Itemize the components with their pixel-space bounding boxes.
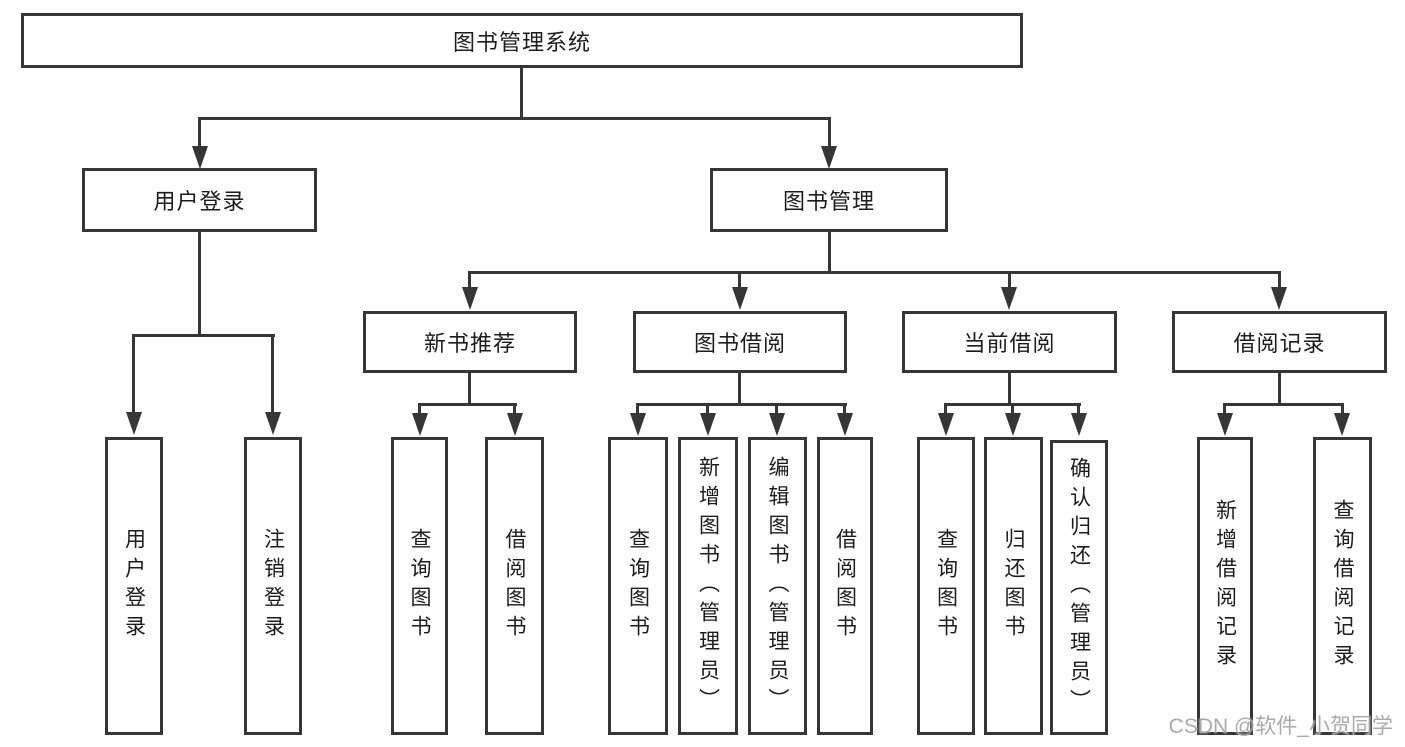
node-label: 注销登录: [261, 528, 285, 644]
node-book-management: 图书管理: [710, 168, 948, 232]
connector-current-drop-2: [1011, 403, 1014, 414]
node-label: 借阅图书: [833, 528, 857, 644]
leaf-recommend-borrow-books: 借阅图书: [485, 437, 544, 735]
node-book-borrow: 图书借阅: [633, 311, 847, 373]
node-borrow-records: 借阅记录: [1172, 311, 1387, 373]
arrow-down-icon: [1334, 413, 1350, 436]
connector-root-drop-2: [828, 117, 831, 147]
arrow-down-icon: [192, 146, 208, 169]
connector-user-drop-1: [132, 334, 135, 413]
leaf-confirm-return-admin: 确认归还（管理员）: [1050, 440, 1108, 735]
node-label: 查询图书: [408, 528, 431, 644]
leaf-user-login: 用户登录: [105, 437, 163, 735]
connector-current-drop-3: [1077, 403, 1080, 414]
leaf-borrow-books: 借阅图书: [817, 437, 873, 735]
connector-mgmt-drop-2: [738, 271, 741, 288]
connector-mgmt-bar: [468, 271, 1281, 274]
connector-records-drop-2: [1341, 403, 1344, 414]
leaf-current-query-books: 查询图书: [917, 437, 975, 735]
arrow-down-icon: [837, 413, 853, 436]
connector-borrow-stem: [738, 371, 741, 406]
node-label: 借阅记录: [1233, 331, 1326, 356]
node-label: 新书推荐: [423, 331, 516, 356]
connector-borrow-drop-3: [775, 403, 778, 414]
arrow-down-icon: [821, 146, 837, 169]
connector-user-bar: [132, 334, 275, 337]
connector-root-stem: [520, 66, 523, 119]
node-user-login: 用户登录: [82, 168, 317, 232]
node-label: 归还图书: [1002, 528, 1025, 644]
arrow-down-icon: [732, 287, 748, 310]
connector-records-stem: [1278, 371, 1281, 406]
node-current-borrow: 当前借阅: [902, 311, 1117, 373]
leaf-return-books: 归还图书: [984, 437, 1043, 735]
connector-records-drop-1: [1223, 403, 1226, 414]
node-label: 当前借阅: [963, 331, 1056, 356]
arrow-down-icon: [938, 413, 954, 436]
arrow-down-icon: [1001, 287, 1017, 310]
arrow-down-icon: [1217, 413, 1233, 436]
arrow-down-icon: [412, 413, 428, 436]
connector-mgmt-drop-4: [1278, 271, 1281, 288]
leaf-query-borrow-record: 查询借阅记录: [1313, 437, 1372, 735]
connector-recommend-bar: [418, 403, 517, 406]
node-label: 图书管理: [782, 189, 875, 214]
leaf-add-books-admin: 新增图书（管理员）: [678, 437, 738, 735]
node-label: 借阅图书: [503, 528, 526, 644]
node-label: 用户登录: [122, 528, 146, 644]
node-label: 查询图书: [934, 528, 958, 644]
connector-borrow-drop-1: [636, 403, 639, 414]
node-label: 图书借阅: [693, 331, 786, 356]
leaf-borrow-query-books: 查询图书: [608, 437, 668, 735]
arrow-down-icon: [507, 413, 523, 436]
connector-recommend-drop-2: [513, 403, 516, 414]
connector-mgmt-drop-3: [1008, 271, 1011, 288]
node-label: 用户登录: [153, 189, 246, 214]
arrow-down-icon: [1071, 413, 1087, 436]
arrow-down-icon: [462, 287, 478, 310]
arrow-down-icon: [700, 413, 716, 436]
arrow-down-icon: [265, 412, 281, 435]
connector-recommend-stem: [468, 371, 471, 406]
node-label: 新增借阅记录: [1213, 499, 1237, 673]
connector-user-stem: [198, 230, 201, 337]
leaf-add-borrow-record: 新增借阅记录: [1197, 437, 1253, 735]
connector-borrow-drop-4: [843, 403, 846, 414]
connector-user-drop-2: [271, 334, 274, 413]
node-label: 查询图书: [626, 528, 650, 644]
connector-recommend-drop-1: [418, 403, 421, 414]
connector-current-drop-1: [944, 403, 947, 414]
leaf-edit-books-admin: 编辑图书（管理员）: [748, 437, 807, 735]
leaf-logout: 注销登录: [244, 437, 302, 735]
node-label: 查询借阅记录: [1331, 499, 1354, 673]
connector-root-drop-1: [198, 117, 201, 147]
node-new-book-recommend: 新书推荐: [363, 311, 577, 373]
arrow-down-icon: [769, 413, 785, 436]
connector-root-bar: [198, 117, 831, 120]
node-label: 编辑图书（管理员）: [766, 455, 789, 717]
arrow-down-icon: [126, 412, 142, 435]
arrow-down-icon: [630, 413, 646, 436]
connector-mgmt-stem: [828, 230, 831, 274]
leaf-recommend-query-books: 查询图书: [391, 437, 448, 735]
csdn-watermark: CSDN @软件_小贺同学: [1168, 715, 1393, 738]
connector-mgmt-drop-1: [468, 271, 471, 288]
node-label: 确认归还（管理员）: [1067, 457, 1091, 718]
arrow-down-icon: [1005, 413, 1021, 436]
connector-borrow-drop-2: [706, 403, 709, 414]
connector-borrow-bar: [636, 403, 847, 406]
node-label: 图书管理系统: [452, 29, 591, 55]
connector-current-stem: [1008, 371, 1011, 406]
node-library-system: 图书管理系统: [21, 13, 1023, 68]
connector-records-bar: [1223, 403, 1344, 406]
arrow-down-icon: [1271, 287, 1287, 310]
node-label: 新增图书（管理员）: [696, 455, 720, 717]
